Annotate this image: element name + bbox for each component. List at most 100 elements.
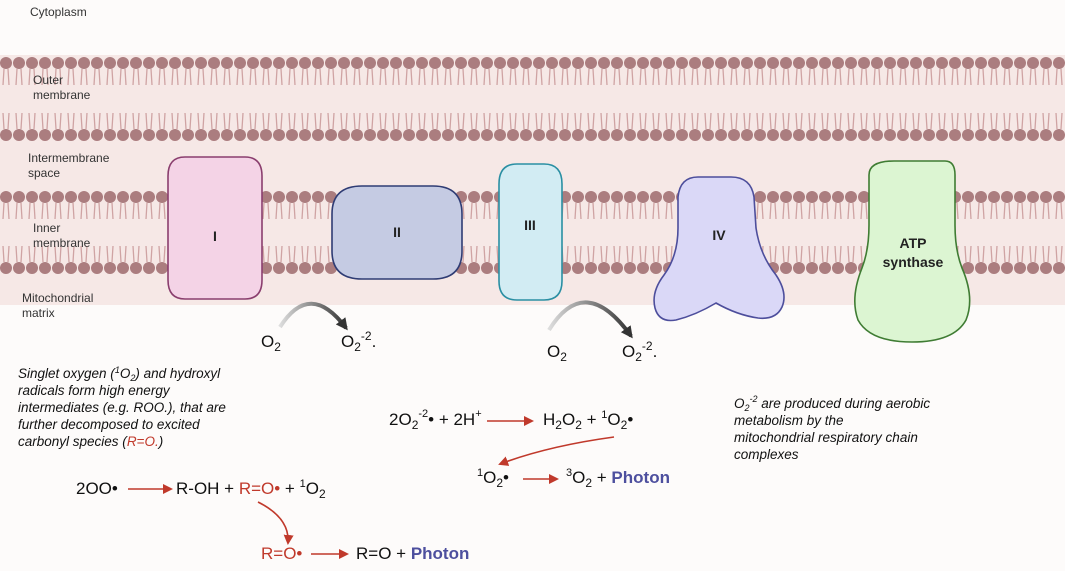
lipid-head [676,129,688,141]
lipid-head [871,57,883,69]
singlet-note-line-1: Singlet oxygen (1O2) and hydroxyl [18,365,221,383]
lipid-tail [262,112,270,130]
lipid-tail [301,68,309,86]
complex-iii [498,163,563,301]
lipid-tail [574,245,582,263]
lipid-tail [1029,112,1037,130]
lipid-tail [704,68,712,86]
complex-iv [653,176,785,322]
lipid-head [247,129,259,141]
lipid-head [793,191,805,203]
singlet-note-line-3: intermediates (e.g. ROO.), that are [18,400,226,415]
lipid-tail [990,112,998,130]
lipid-head [130,129,142,141]
lipid-head [325,57,337,69]
lipid-tail [639,245,647,263]
lipid-tail [275,245,283,263]
lipid-tail [626,202,634,220]
complex-ii-label: II [393,224,401,240]
lipid-tail [28,68,36,86]
lipid-tail [67,68,75,86]
lipid-head [650,191,662,203]
lipid-tail [288,68,296,86]
lipid-tail [379,112,387,130]
lipid-head [910,57,922,69]
lipid-head [52,57,64,69]
lipid-tail [977,245,985,263]
lipid-tail [275,68,283,86]
lipid-head [754,57,766,69]
lipid-tail [925,68,933,86]
lipid-head [39,262,51,274]
lipid-tail [67,245,75,263]
lipid-head [1014,129,1026,141]
lipid-head [572,262,584,274]
lipid-head [221,129,233,141]
lipid-tail [483,68,491,86]
lipid-head [1053,262,1065,274]
lipid-tail [483,245,491,263]
lipid-tail [691,68,699,86]
lipid-head [117,129,129,141]
lipid-tail [522,112,530,130]
lipid-head [637,57,649,69]
cytoplasm-label: Cytoplasm [30,5,87,19]
lipid-head [858,57,870,69]
lipid-head [26,57,38,69]
lipid-tail [834,68,842,86]
lipid-tail [626,68,634,86]
aerobic-note-line-4: complexes [734,447,799,462]
lipid-head [936,129,948,141]
lipid-tail [93,68,101,86]
lipid-tail [54,68,62,86]
o2-right: O2 [547,342,567,364]
lipid-tail [145,245,153,263]
lipid-tail [535,112,543,130]
lipid-head [975,262,987,274]
lipid-tail [1029,68,1037,86]
lipid-tail [756,202,764,220]
lipid-tail [457,68,465,86]
lipid-head [663,129,675,141]
lipid-head [884,129,896,141]
lipid-head [377,57,389,69]
lipid-tail [236,112,244,130]
lipid-head [104,262,116,274]
lipid-tail [652,202,660,220]
lipid-tail [1003,112,1011,130]
lipid-tail [600,68,608,86]
lipid-head [364,57,376,69]
lipid-tail [158,202,166,220]
lipid-head [299,191,311,203]
lipid-head [572,129,584,141]
lipid-head [156,57,168,69]
lipid-tail [847,68,855,86]
lipid-head [611,262,623,274]
lipid-tail [41,68,49,86]
lipid-head [754,129,766,141]
lipid-head [117,57,129,69]
lipid-head [1040,262,1052,274]
atp-synthase-label-2: synthase [883,254,944,270]
lipid-head [806,57,818,69]
lipid-head [741,57,753,69]
lipid-tail [67,202,75,220]
lipid-tail [80,68,88,86]
lipid-tail [600,112,608,130]
outer-membrane [0,57,1065,141]
lipid-tail [1003,202,1011,220]
lipid-tail [106,68,114,86]
lipid-tail [600,202,608,220]
lipid-head [585,262,597,274]
lipid-tail [782,112,790,130]
lipid-tail [132,202,140,220]
lipid-head [78,262,90,274]
lipid-tail [795,245,803,263]
lipid-tail [912,68,920,86]
lipid-head [65,191,77,203]
lipid-tail [821,112,829,130]
superoxide-right: O2-2. [622,339,657,364]
lipid-head [273,262,285,274]
lipid-tail [119,202,127,220]
